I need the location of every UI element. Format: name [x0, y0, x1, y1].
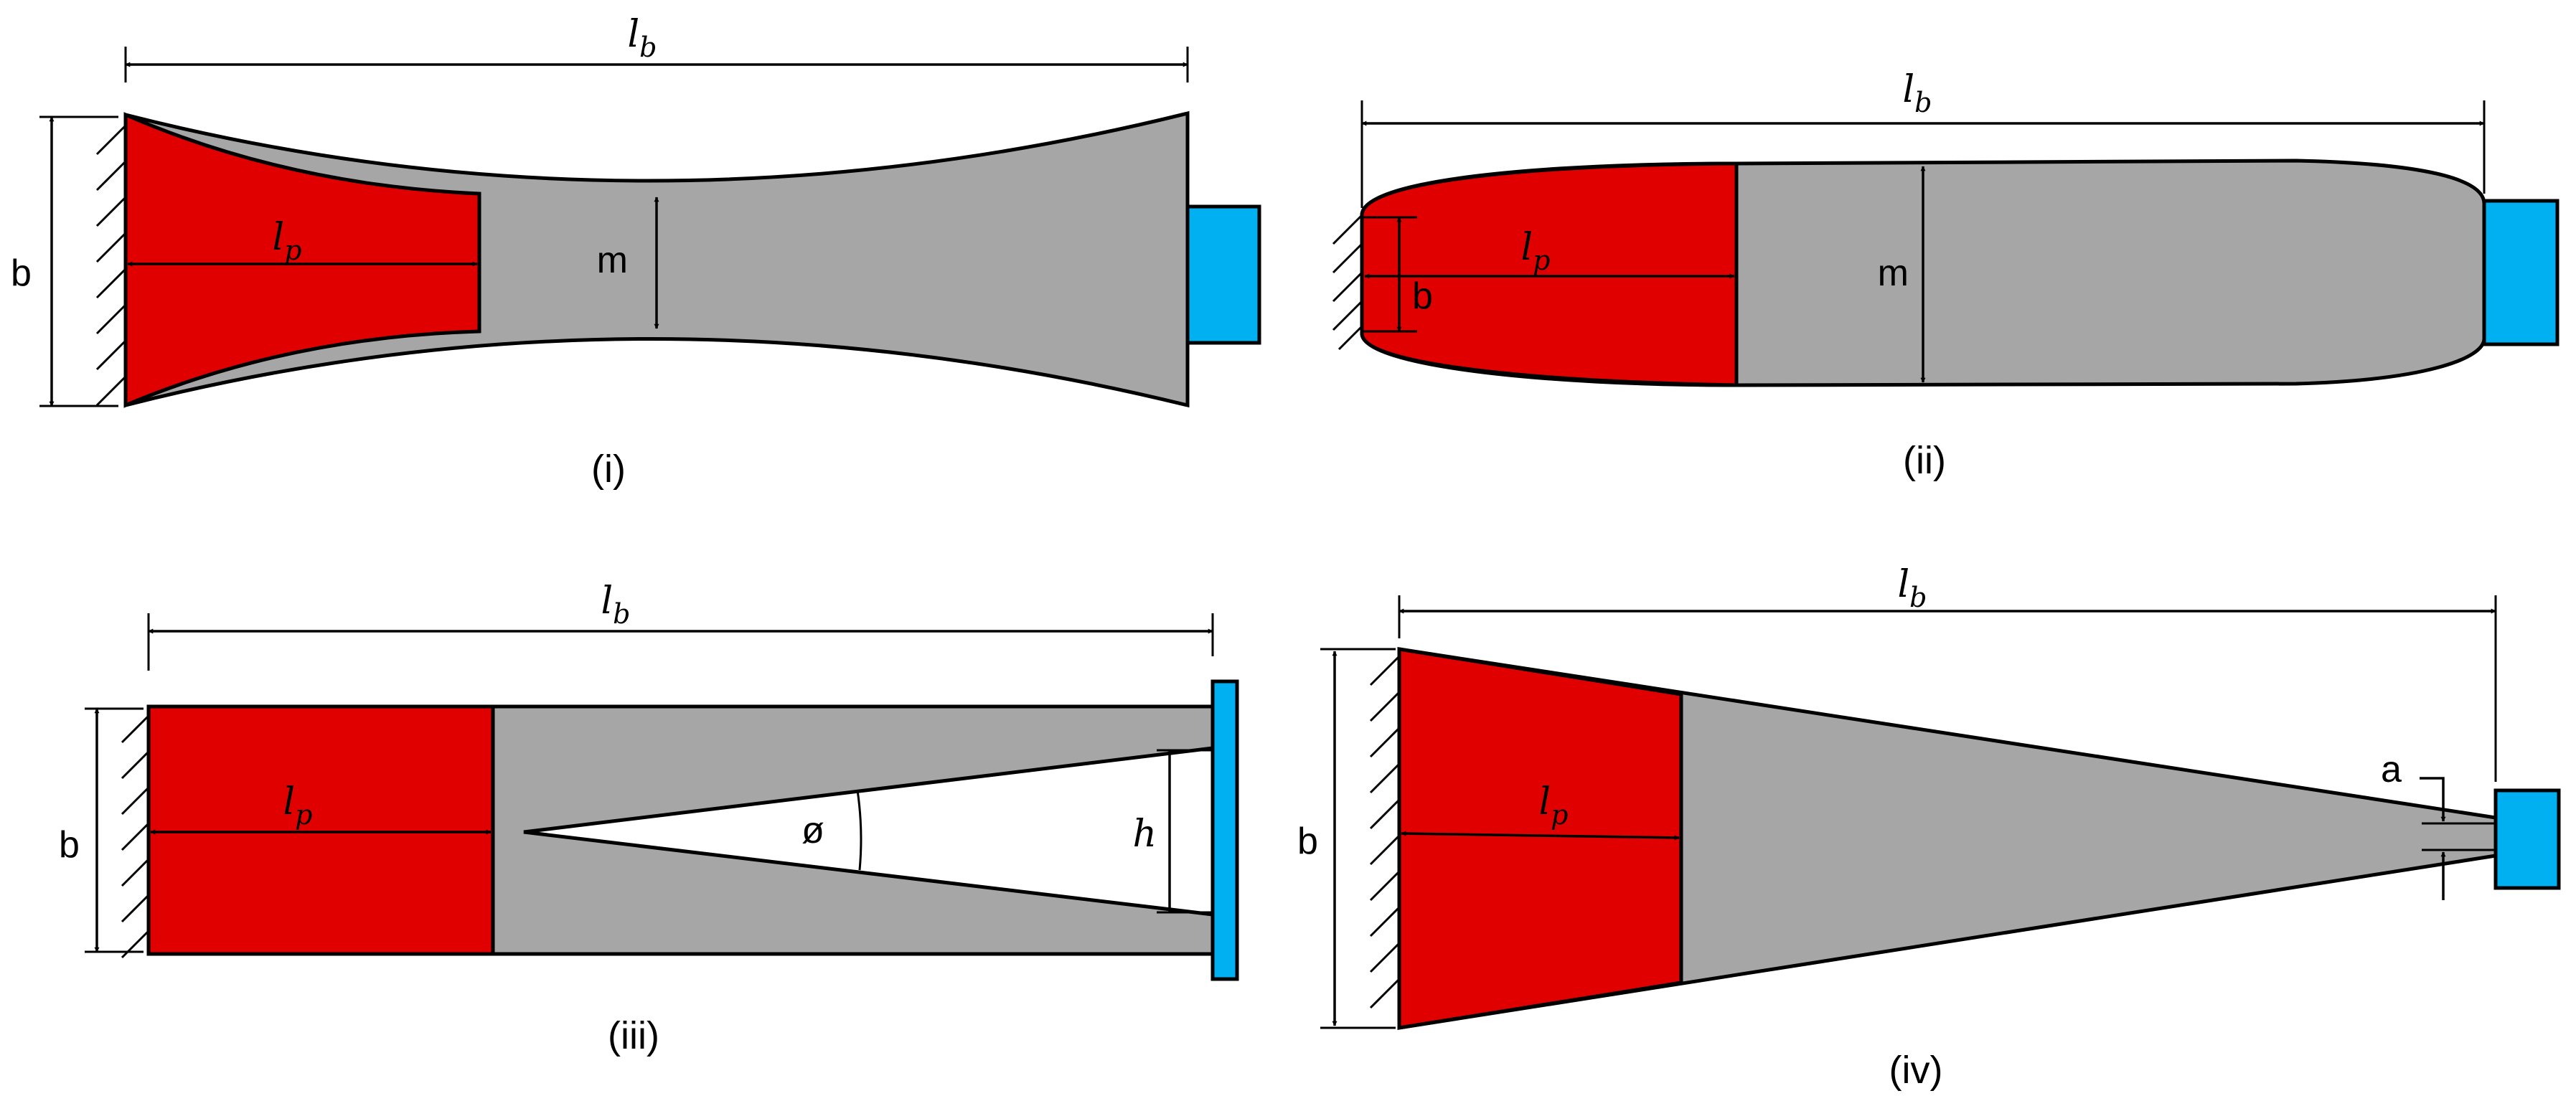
middle-label-i: m — [597, 240, 628, 281]
tip-mass-i — [1185, 204, 1261, 345]
tip-dimension-top-iv — [2420, 777, 2446, 822]
piezo-length-dimension-iv — [1401, 831, 1680, 841]
panel-ii: lb b lp m (ii) — [1332, 68, 2559, 482]
caption-iii: (iii) — [608, 1014, 659, 1057]
panel-iii: lb b lp ø h (iii) — [59, 580, 1239, 1057]
tip-mass-iv — [2493, 788, 2561, 890]
beam-length-label-ii: lb — [1903, 68, 1932, 118]
piezo-length-label-i: lp — [273, 216, 302, 266]
middle-label-ii: m — [1878, 252, 1909, 294]
clamp-hatch-i — [95, 115, 128, 407]
tip-mass-iii — [1211, 679, 1239, 981]
piezo-length-label-iii: lp — [283, 780, 313, 831]
width-label-ii: b — [1412, 275, 1433, 317]
caption-i: (i) — [591, 448, 626, 491]
caption-iv: (iv) — [1889, 1049, 1943, 1092]
clamp-hatch-ii — [1332, 214, 1363, 351]
width-label-i: b — [11, 252, 32, 294]
caption-ii: (ii) — [1903, 439, 1946, 482]
panel-i: lb b lp m (i) — [11, 13, 1261, 491]
clamp-hatch-iv — [1369, 649, 1401, 1028]
angle-label-iii: ø — [802, 810, 824, 851]
slot-height-label-iii: h — [1133, 813, 1157, 856]
panel-iv: lb b lp a (iv) — [1297, 563, 2561, 1092]
tip-label-iv: a — [2381, 749, 2402, 790]
beam-length-label-i: lb — [628, 13, 657, 63]
width-label-iii: b — [59, 824, 80, 866]
piezo-layer-iii — [146, 704, 495, 956]
piezo-length-label-ii: lp — [1521, 226, 1551, 276]
beam-length-label-iii: lb — [601, 580, 631, 630]
piezo-layer-iv — [1397, 647, 1683, 1030]
piezo-layer-i — [123, 112, 481, 408]
piezo-length-label-iv: lp — [1539, 780, 1569, 831]
angle-arc-iii — [856, 790, 862, 871]
tip-mass-ii — [2482, 199, 2559, 346]
beam-length-label-iv: lb — [1898, 563, 1927, 613]
clamp-hatch-iii — [121, 707, 151, 959]
width-label-iv: b — [1297, 821, 1318, 862]
